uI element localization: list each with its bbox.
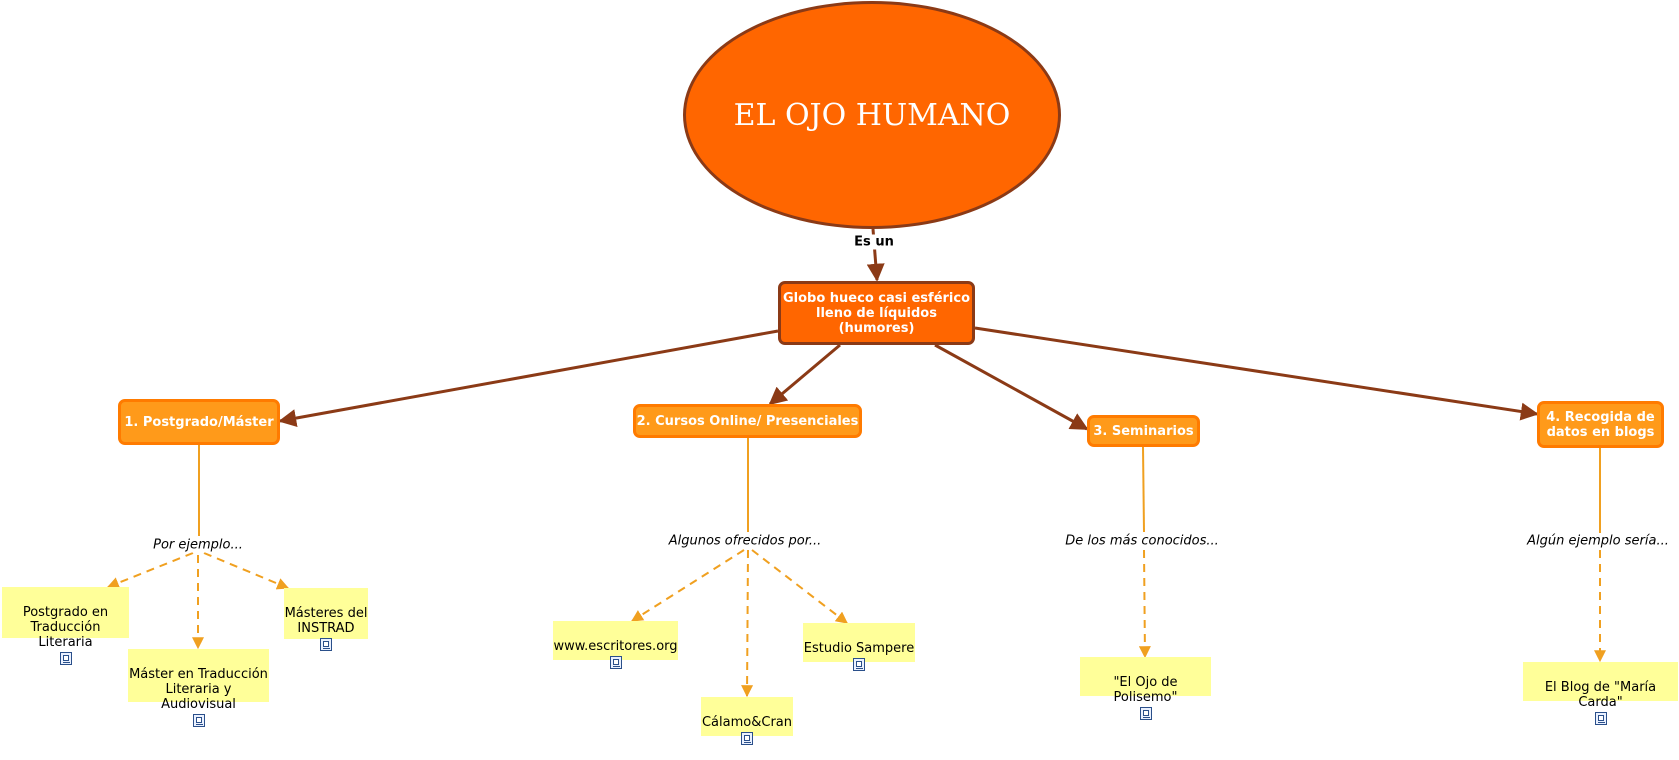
link-leaf-2-3 — [751, 549, 848, 624]
leaf-postgrado-traduccion-literaria[interactable]: Postgrado en Traducción Literaria — [2, 587, 129, 665]
branch-postgrado-node[interactable]: 1. Postgrado/Máster — [118, 399, 280, 445]
leaf-escritores-org[interactable]: www.escritores.org — [553, 621, 678, 669]
link-leaf-1-1 — [106, 552, 194, 589]
document-icon[interactable] — [1139, 707, 1152, 720]
leaf-master-traduccion-audiovisual[interactable]: Máster en Traducción Literaria y Audiovi… — [128, 649, 269, 727]
document-icon[interactable] — [320, 638, 332, 651]
document-icon[interactable] — [192, 714, 205, 727]
leaf-label: El Blog de "María Carda" — [1544, 680, 1657, 710]
document-icon[interactable] — [59, 652, 72, 665]
branch-seminarios-node[interactable]: 3. Seminarios — [1087, 415, 1200, 447]
leaf-masteres-instrad[interactable]: Másteres del INSTRAD — [284, 588, 368, 651]
leaf-blog-maria-carda[interactable]: El Blog de "María Carda" — [1523, 662, 1678, 725]
root-concept-node[interactable]: EL OJO HUMANO — [683, 1, 1061, 229]
leaf-calamo-cran[interactable]: Cálamo&Cran — [701, 697, 793, 745]
document-icon[interactable] — [741, 732, 753, 745]
link-branch-3-label — [1142, 446, 1145, 533]
link-leaf-1-3 — [203, 552, 290, 590]
link-leaf-2-1 — [630, 549, 745, 622]
leaf-estudio-sampere[interactable]: Estudio Sampere — [803, 623, 915, 671]
main-concept-node[interactable]: Globo hueco casi esférico lleno de líqui… — [778, 281, 975, 345]
branch-postgrado-link-label: Por ejemplo... — [151, 537, 245, 553]
link-main-branch-4 — [974, 326, 1539, 421]
branch-blogs-node[interactable]: 4. Recogida de datos en blogs — [1537, 401, 1664, 448]
leaf-label: Másteres del INSTRAD — [284, 606, 368, 636]
document-icon[interactable] — [1594, 712, 1607, 725]
branch-blogs-link-label: Algún ejemplo sería... — [1525, 533, 1671, 549]
root-link-label: Es un — [852, 234, 896, 250]
leaf-label: Estudio Sampere — [803, 641, 915, 656]
document-icon[interactable] — [853, 658, 865, 671]
link-leaf-3-1 — [1138, 549, 1151, 659]
link-main-branch-1 — [278, 329, 779, 427]
leaf-label: Cálamo&Cran — [701, 715, 792, 730]
leaf-label: Postgrado en Traducción Literaria — [22, 605, 109, 650]
document-icon[interactable] — [609, 656, 622, 669]
branch-cursos-link-label: Algunos ofrecidos por... — [666, 533, 824, 549]
branch-cursos-node[interactable]: 2. Cursos Online/ Presenciales — [633, 404, 862, 438]
root-concept-label: EL OJO HUMANO — [733, 97, 1011, 133]
branch-seminarios-link-label: De los más conocidos... — [1063, 533, 1221, 549]
link-main-branch-3 — [934, 343, 1089, 431]
link-leaf-2-2 — [741, 549, 754, 698]
leaf-label: "El Ojo de Polisemo" — [1113, 675, 1178, 705]
leaf-label: Máster en Traducción Literaria y Audiovi… — [129, 667, 268, 712]
concept-map-links — [106, 228, 1606, 698]
link-main-branch-2 — [768, 343, 841, 406]
leaf-ojo-de-polisemo[interactable]: "El Ojo de Polisemo" — [1080, 657, 1211, 720]
leaf-label: www.escritores.org — [553, 639, 678, 654]
